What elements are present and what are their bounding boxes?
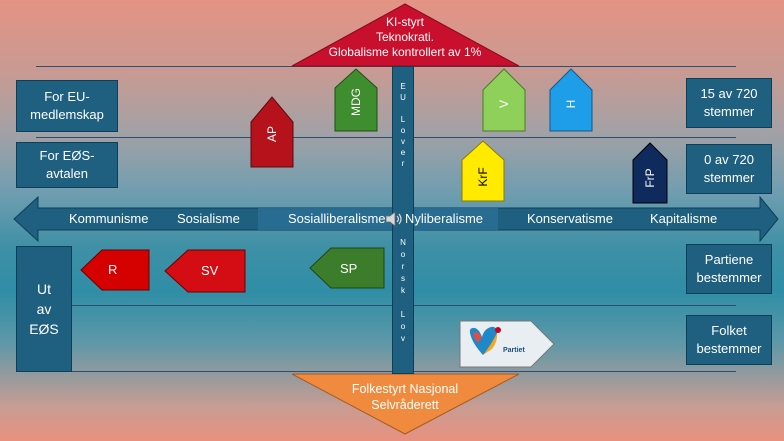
bottom-triangle-text: Folkestyrt Nasjonal Selvråderett <box>300 381 510 413</box>
box-people-decide-text: Folket bestemmer <box>696 323 762 356</box>
axis-label-nyliberalisme: Nyliberalisme <box>405 211 484 226</box>
partiet-logo-heart <box>469 326 501 355</box>
vertical-text-lower-4: k <box>401 286 405 295</box>
box-out-of-eos: Ut av EØS <box>16 246 72 372</box>
box-eos-votes-text: 0 av 720 stemmer <box>703 152 755 185</box>
vertical-text-upper-4: o <box>400 126 406 135</box>
guide-line-eu <box>36 137 736 138</box>
party-label-sp: SP <box>340 261 358 276</box>
party-badge-sv <box>164 249 246 293</box>
party-label-h: H <box>564 99 578 109</box>
box-eu-membership: For EU- medlemskap <box>16 80 118 132</box>
party-label-ap: AP <box>265 126 279 143</box>
vertical-text-lower-1: o <box>400 250 406 259</box>
axis-label-konservatisme: Konservatisme <box>527 211 613 226</box>
guide-line-lower <box>36 305 736 306</box>
box-parties-decide-text: Partiene bestemmer <box>696 252 762 285</box>
vertical-text-upper-3: L <box>400 115 406 124</box>
top-triangle-line2: Teknokrati. <box>375 30 435 44</box>
box-out-of-eos-text: Ut av EØS <box>29 281 59 337</box>
vertical-text-lower-0: N <box>400 238 406 247</box>
vertical-text-upper-7: r <box>401 159 405 168</box>
vertical-text-lower-6: L <box>400 310 406 319</box>
party-label-partiet: Partiet <box>503 347 525 354</box>
box-eu-votes-text: 15 av 720 stemmer <box>700 86 758 119</box>
party-label-r: R <box>108 262 118 277</box>
vertical-text-upper-5: v <box>401 137 405 146</box>
vertical-text-lower-7: o <box>400 322 406 331</box>
box-eu-membership-text: For EU- medlemskap <box>30 89 104 122</box>
axis-label-sosialisme: Sosialisme <box>177 211 240 226</box>
axis-label-sosialliberalisme: Sosialliberalisme <box>288 211 386 226</box>
party-badge-frp <box>632 142 668 204</box>
box-people-decide: Folket bestemmer <box>686 315 772 365</box>
box-eu-votes: 15 av 720 stemmer <box>686 78 772 128</box>
party-label-frp: FrP <box>643 168 657 188</box>
party-badge-partiet <box>459 320 555 368</box>
party-badge-ap <box>250 96 294 168</box>
top-triangle-line1: KI-styrt <box>386 15 424 29</box>
party-badge-r <box>80 249 150 291</box>
party-label-mdg: MDG <box>349 88 363 116</box>
axis-label-kapitalisme: Kapitalisme <box>650 211 718 226</box>
bottom-triangle-line2: Selvråderett <box>371 398 439 412</box>
top-triangle-line3: Globalisme kontrollert av 1% <box>328 45 482 59</box>
party-badge-h <box>549 68 593 132</box>
party-badge-mdg <box>334 68 378 132</box>
vertical-text-upper-6: e <box>400 148 406 157</box>
party-badge-sp <box>309 247 385 289</box>
party-label-sv: SV <box>201 263 219 278</box>
box-eos-votes: 0 av 720 stemmer <box>686 144 772 194</box>
vertical-text-lower-8: v <box>401 334 405 343</box>
party-label-v: V <box>497 100 511 109</box>
axis-label-kommunisme: Kommunisme <box>69 211 149 226</box>
speaker-icon[interactable] <box>384 211 404 227</box>
party-label-krf: KrF <box>476 167 490 187</box>
party-badge-v <box>482 68 526 132</box>
box-parties-decide: Partiene bestemmer <box>686 244 772 294</box>
box-eos-agreement: For EØS- avtalen <box>16 142 118 188</box>
box-eos-agreement-text: For EØS- avtalen <box>39 148 95 181</box>
vertical-text-upper-0: E <box>400 82 406 91</box>
guide-line-bottom <box>36 371 736 372</box>
party-badge-krf <box>461 140 505 202</box>
bottom-triangle-line1: Folkestyrt Nasjonal <box>351 382 459 396</box>
top-triangle-text: KI-styrt Teknokrati. Globalisme kontroll… <box>300 15 510 60</box>
vertical-text-upper-1: U <box>400 93 406 102</box>
vertical-text-lower-3: s <box>401 274 405 283</box>
vertical-text-lower-2: r <box>401 262 405 271</box>
